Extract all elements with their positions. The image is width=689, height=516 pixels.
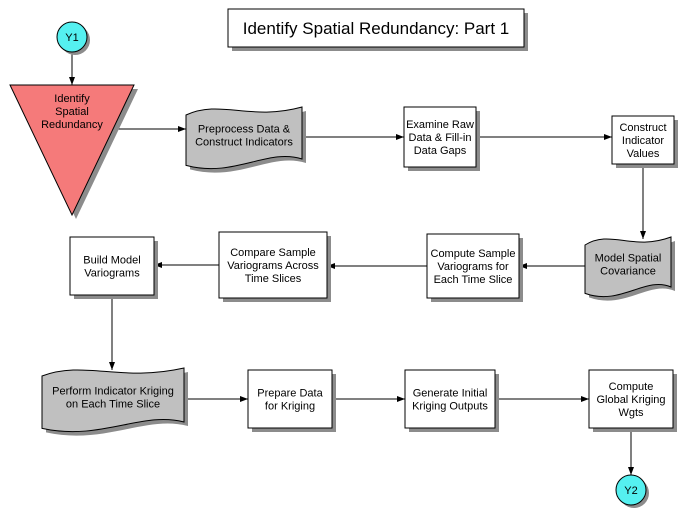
arrowhead-icon	[109, 362, 115, 370]
edge-global-to-y2	[628, 428, 634, 475]
process-box	[404, 369, 496, 429]
arrowhead-icon	[69, 77, 75, 85]
node-label-line: Examine Raw	[406, 119, 474, 131]
node-label-line: Identify	[54, 93, 90, 105]
node-label-line: Prepare Data	[257, 388, 323, 400]
edge-model-cov-to-compute-sample	[519, 263, 585, 269]
document-shape	[584, 236, 672, 298]
node-label-line: Compare Sample	[230, 247, 316, 259]
document-shape	[185, 106, 303, 170]
node-label-line: Data Gaps	[414, 145, 467, 157]
arrowhead-icon	[397, 396, 405, 402]
edge-y1-to-identify	[69, 52, 75, 85]
process-box	[403, 106, 477, 168]
node-label-line: Each Time Slice	[434, 274, 513, 286]
process-box	[426, 233, 520, 299]
process-box	[588, 369, 674, 429]
node-label-line: Variograms for	[437, 261, 509, 273]
node-label-line: Data & Fill-in	[409, 132, 472, 144]
edge-examine-to-construct	[476, 134, 612, 140]
arrowhead-icon	[640, 231, 646, 239]
node-y1[interactable]: Y1	[56, 21, 90, 55]
edge-compare-to-build	[154, 262, 219, 268]
node-preprocess[interactable]: Preprocess Data &Construct Indicators	[185, 106, 306, 173]
node-label-line: Wgts	[618, 407, 644, 419]
merge-triangle-shape	[9, 84, 135, 217]
process-box	[69, 236, 155, 296]
node-label-line: Covariance	[600, 266, 656, 278]
node-label-line: Time Slices	[245, 273, 302, 285]
node-label-line: Model Spatial	[595, 253, 662, 265]
node-label-line: on Each Time Slice	[66, 399, 160, 411]
edge-preprocess-to-examine	[302, 134, 404, 140]
edge-generate-to-global	[495, 396, 589, 402]
node-label-line: Compute	[609, 381, 654, 393]
node-label-line: for Kriging	[265, 401, 315, 413]
arrowhead-icon	[178, 126, 186, 132]
node-label-line: Compute Sample	[431, 248, 516, 260]
node-label-line: Generate Initial	[413, 388, 488, 400]
document-shape	[41, 367, 185, 433]
arrowhead-icon	[628, 467, 634, 475]
node-label-line: Construct	[619, 122, 666, 134]
connector-circle	[56, 21, 88, 53]
arrowhead-icon	[581, 396, 589, 402]
edge-construct-to-model-cov	[640, 164, 646, 239]
node-label-line: Redundancy	[41, 119, 103, 131]
edge-build-to-perform	[109, 295, 115, 370]
node-label-line: Preprocess Data &	[198, 124, 291, 136]
node-label-line: Build Model	[83, 255, 140, 267]
connector-circle	[615, 474, 647, 506]
arrowhead-icon	[604, 134, 612, 140]
process-box	[218, 231, 328, 299]
node-y2[interactable]: Y2	[615, 474, 649, 508]
diagram-title: Identify Spatial Redundancy: Part 1	[243, 19, 510, 38]
arrowhead-icon	[240, 396, 248, 402]
title-box: Identify Spatial Redundancy: Part 1	[227, 8, 528, 51]
edge-perform-to-prepare	[184, 396, 248, 402]
edges-layer	[69, 52, 646, 475]
node-label-line: Values	[627, 148, 660, 160]
node-label-line: Y2	[624, 485, 637, 497]
node-label-line: Variograms	[84, 268, 140, 280]
edge-compute-sample-to-compare	[327, 263, 427, 269]
arrowhead-icon	[396, 134, 404, 140]
process-box	[247, 369, 333, 429]
node-label-line: Variograms Across	[227, 260, 319, 272]
node-label-line: Perform Indicator Kriging	[52, 386, 174, 398]
node-label-line: Spatial	[55, 106, 89, 118]
node-label-line: Indicator	[622, 135, 665, 147]
process-box	[611, 115, 675, 165]
edge-prepare-to-generate	[332, 396, 405, 402]
node-label-line: Global Kriging	[596, 394, 665, 406]
node-label-line: Kriging Outputs	[412, 401, 488, 413]
node-label-line: Y1	[65, 32, 78, 44]
node-label-line: Construct Indicators	[195, 137, 293, 149]
